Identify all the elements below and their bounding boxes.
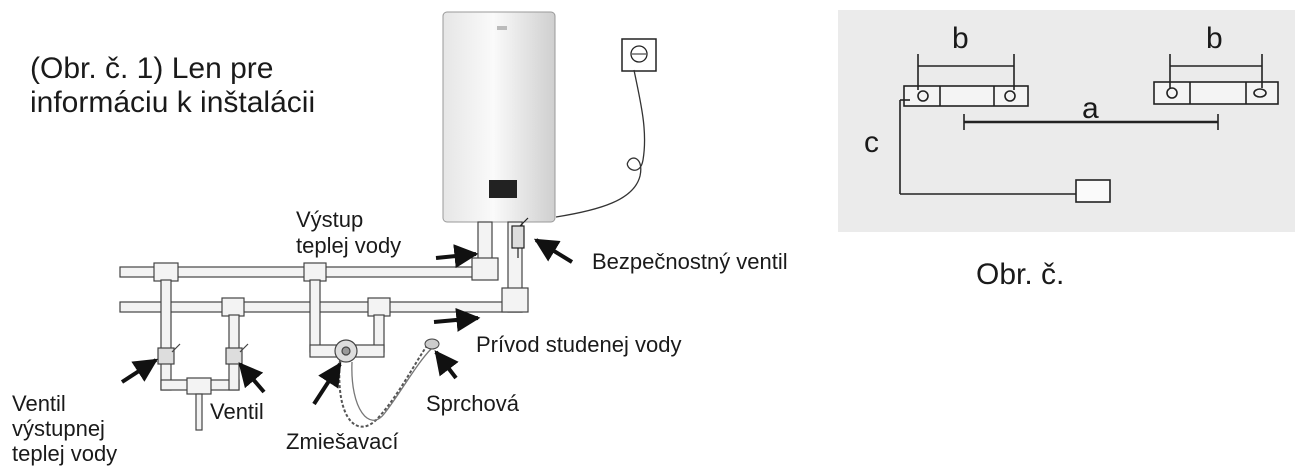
dim-label-a: a (1082, 92, 1099, 125)
arrow-hot-outlet (435, 244, 479, 269)
arrow-mixing-valve (312, 361, 342, 406)
label-cold-inlet: Prívod studenej vody (476, 332, 682, 357)
mounting-dimensions-drawing (899, 54, 1279, 203)
label-safety-valve: Bezpečnostný ventil (592, 249, 788, 274)
water-heater (442, 11, 556, 223)
label-hot-outlet-1: Výstup (296, 207, 364, 232)
shower-hose (338, 343, 429, 428)
arrow-shower (434, 350, 459, 380)
label-hot-valve-3: teplej vody (12, 441, 118, 466)
shower-hose-2 (351, 347, 433, 421)
label-hot-outlet-2: teplej vody (296, 233, 402, 258)
hot-valve-branch (153, 262, 240, 431)
label-shower: Sprchová (426, 391, 519, 416)
arrows (120, 238, 574, 406)
figure-title-line1: (Obr. č. 1) Len pre (30, 52, 274, 85)
mounting-dimensions-panel: b b a c (838, 10, 1295, 232)
label-valve: Ventil (210, 399, 264, 424)
dim-label-c: c (864, 126, 879, 159)
heater-display (489, 180, 517, 198)
power-cable (555, 69, 646, 218)
mixing-valve-branch (303, 262, 391, 363)
label-hot-valve-2: výstupnej (12, 416, 105, 441)
arrow-safety-valve (533, 238, 574, 264)
dim-label-b-right: b (1206, 22, 1223, 55)
shower-head-icon (424, 338, 440, 350)
power-socket-icon (621, 38, 657, 72)
arrow-cold-inlet (433, 308, 481, 332)
installation-diagram (119, 11, 657, 431)
arrow-cold-valve (238, 362, 266, 394)
cold-valve-branch (221, 297, 249, 391)
figure-title: (Obr. č. 1) Len pre informáciu k inštalá… (30, 52, 315, 120)
arrow-hot-valve (120, 358, 159, 384)
safety-valve (511, 217, 529, 258)
dim-label-b-left: b (952, 22, 969, 55)
label-mixing: Zmiešavací (286, 429, 399, 454)
figure-title-line2: informáciu k inštalácii (30, 86, 316, 119)
label-hot-valve-1: Ventil (12, 391, 66, 416)
figure-caption: Obr. č. (976, 258, 1065, 291)
